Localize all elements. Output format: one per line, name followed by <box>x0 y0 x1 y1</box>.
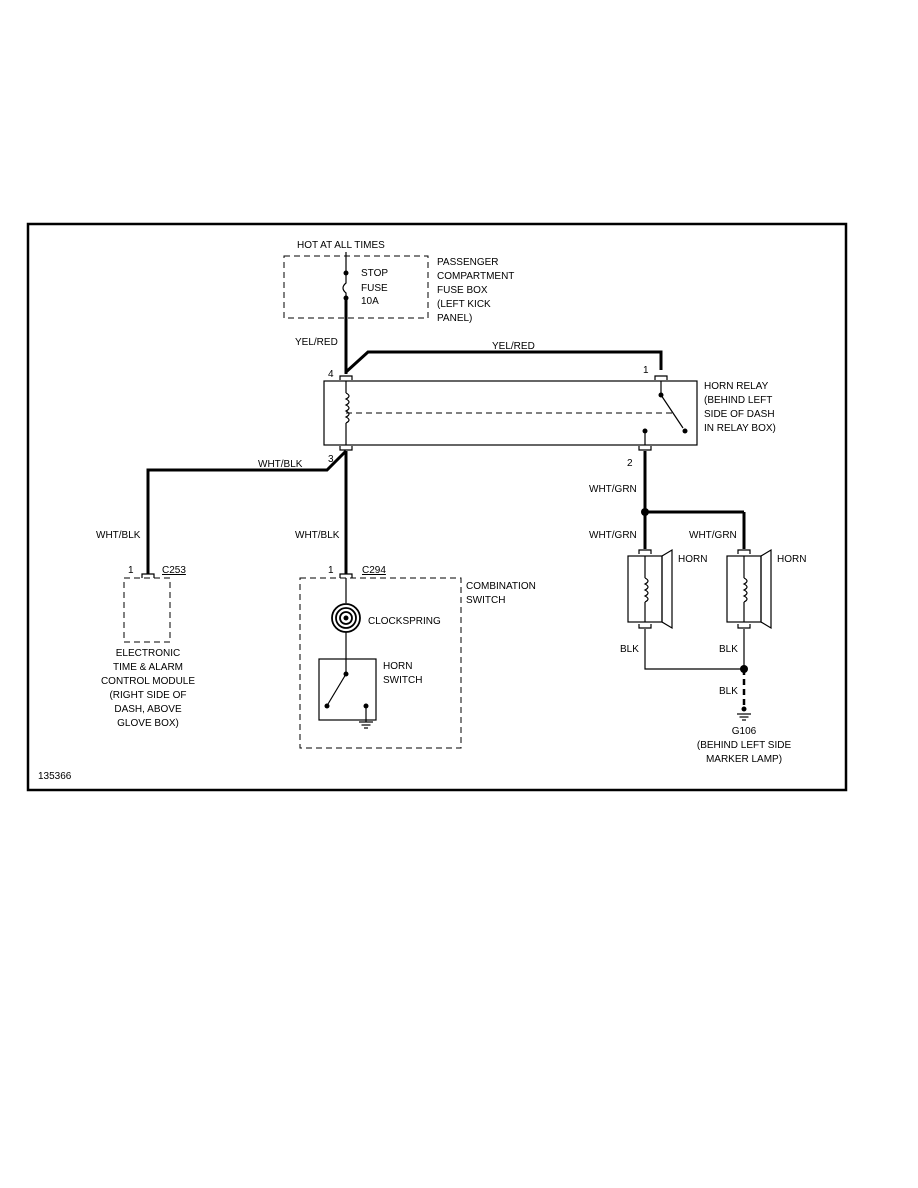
ground-label-2: MARKER LAMP) <box>706 754 782 765</box>
fuse-box-label-1: PASSENGER <box>437 257 499 268</box>
combination-switch-label-1: COMBINATION <box>466 581 536 592</box>
module-label-6: GLOVE BOX) <box>117 718 179 729</box>
wire-blk-horn1 <box>644 629 744 670</box>
wire-label-wht-blk-center: WHT/BLK <box>295 530 340 541</box>
ground-label-1: (BEHIND LEFT SIDE <box>697 740 792 751</box>
wire-label-wht-grn-relay: WHT/GRN <box>589 484 637 495</box>
horn-switch-contact-left <box>324 703 330 709</box>
wire-label-wht-grn-horn2: WHT/GRN <box>689 530 737 541</box>
fuse-box-label-3: FUSE BOX <box>437 285 488 296</box>
wire-label-wht-blk-left: WHT/BLK <box>96 530 141 541</box>
clockspring-icon <box>331 603 361 633</box>
figure-id: 135366 <box>38 771 72 782</box>
wire-label-wht-blk-top: WHT/BLK <box>258 459 303 470</box>
module-label-2: TIME & ALARM <box>113 662 183 673</box>
fuse-name-line1: STOP <box>361 268 388 279</box>
relay-label-2: (BEHIND LEFT <box>704 395 772 406</box>
fuse-symbol <box>342 274 347 297</box>
horn1-icon <box>627 548 673 630</box>
horn-switch-box <box>318 658 377 721</box>
relay-label-4: IN RELAY BOX) <box>704 423 776 434</box>
horn-switch-ground-icon <box>359 721 373 729</box>
wire-label-blk-horn2: BLK <box>719 644 738 655</box>
combination-switch-outline <box>299 577 462 749</box>
horn2-connector-bottom <box>737 624 751 629</box>
ground-icon <box>737 713 751 721</box>
wire-label-yel-red-top: YEL/RED <box>492 341 535 352</box>
module-label-1: ELECTRONIC <box>116 648 180 659</box>
module-label-4: (RIGHT SIDE OF <box>109 690 186 701</box>
module-label-3: CONTROL MODULE <box>101 676 195 687</box>
wire-label-blk-ground: BLK <box>719 686 738 697</box>
hot-at-all-times-label: HOT AT ALL TIMES <box>297 240 385 251</box>
relay-connector-3 <box>339 446 353 451</box>
horn2-icon <box>726 548 772 630</box>
fuse-terminal-top <box>343 270 349 276</box>
relay-contact-open <box>682 428 688 434</box>
relay-coil <box>344 392 350 424</box>
switch-connector <box>339 573 353 578</box>
combination-switch-label-2: SWITCH <box>466 595 505 606</box>
diagram-frame <box>26 222 848 792</box>
relay-connector-1 <box>654 375 668 380</box>
horn-relay-box <box>323 380 698 446</box>
relay-connector-4 <box>339 375 353 380</box>
module-connector-id: C253 <box>162 565 186 576</box>
relay-pin-2: 2 <box>627 458 633 469</box>
relay-label-1: HORN RELAY <box>704 381 769 392</box>
fuse-box-label-4: (LEFT KICK <box>437 299 491 310</box>
horn1-label: HORN <box>678 554 707 565</box>
wire-label-blk-horn1: BLK <box>620 644 639 655</box>
fuse-box-label-2: COMPARTMENT <box>437 271 514 282</box>
horn-switch-label-2: SWITCH <box>383 675 422 686</box>
switch-pin: 1 <box>328 565 334 576</box>
ground-terminal <box>741 706 747 712</box>
horn-switch-label-1: HORN <box>383 661 412 672</box>
relay-connector-2 <box>638 446 652 451</box>
fuse-name-line2: FUSE <box>361 283 388 294</box>
relay-pin-3: 3 <box>328 454 334 465</box>
switch-connector-id: C294 <box>362 565 386 576</box>
wire-label-yel-red-left: YEL/RED <box>295 337 338 348</box>
fuse-box-label-5: PANEL) <box>437 313 472 324</box>
wire-wht-blk-to-module <box>146 449 348 574</box>
fuse-box-outline <box>283 255 429 319</box>
module-label-5: DASH, ABOVE <box>114 704 182 715</box>
module-pin: 1 <box>128 565 134 576</box>
horn2-label: HORN <box>777 554 806 565</box>
fuse-rating: 10A <box>361 296 379 307</box>
module-outline <box>123 577 171 643</box>
horn2-connector-top <box>737 549 751 554</box>
relay-contact-arm <box>660 394 684 429</box>
relay-label-3: SIDE OF DASH <box>704 409 775 420</box>
wire-yel-red-top <box>344 350 663 374</box>
relay-pin-1: 1 <box>643 365 649 376</box>
wire-label-wht-grn-horn1: WHT/GRN <box>589 530 637 541</box>
relay-pin-4: 4 <box>328 369 334 380</box>
clockspring-label: CLOCKSPRING <box>368 616 441 627</box>
ground-id: G106 <box>732 726 757 737</box>
horn-switch-arm <box>327 673 347 705</box>
horn1-connector-bottom <box>638 624 652 629</box>
horn1-connector-top <box>638 549 652 554</box>
module-connector <box>141 573 155 578</box>
